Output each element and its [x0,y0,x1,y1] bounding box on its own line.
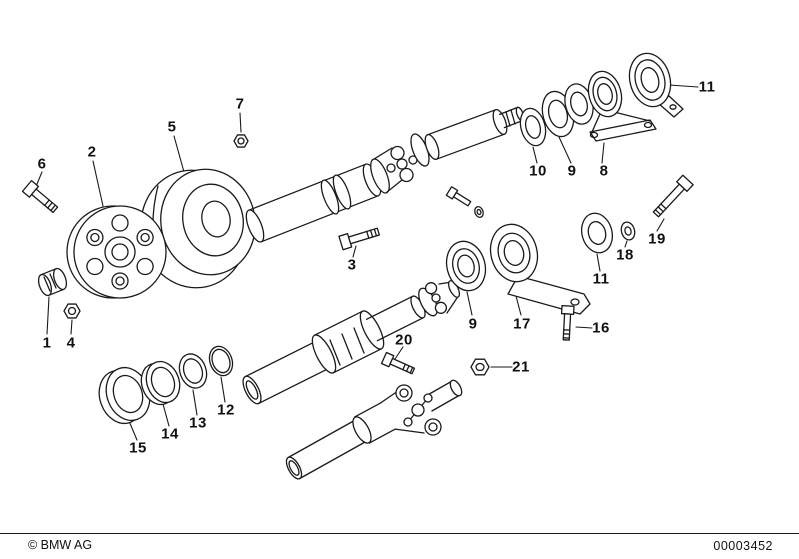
callout-8: 8 [599,162,609,180]
part-ring-13 [178,353,208,389]
callout-10: 10 [529,162,547,180]
callout-3: 3 [347,256,357,274]
part-bolt-20 [380,351,416,375]
upper-shaft-rear-tube [424,106,525,161]
callout-5: 5 [167,118,177,136]
lower-slip-yoke [285,379,463,480]
part-ring-10 [519,107,547,147]
part-bearing-9-lower [445,240,487,292]
callout-9-lower: 9 [468,315,478,333]
callout-15: 15 [129,439,147,457]
small-bolt-and-washer [445,186,484,218]
upper-shaft-front-tube [245,163,382,243]
callout-14: 14 [161,425,179,443]
callout-4: 4 [66,334,76,352]
document-number: 00003452 [713,539,773,553]
footer-divider [0,533,799,534]
part-flex-disc-2 [66,205,167,299]
callout-20: 20 [395,331,413,349]
callout-9-upper: 9 [567,162,577,180]
part-snap-ring-12 [208,345,234,377]
part-bolt-3 [338,227,380,251]
part-nut-4 [63,303,81,319]
part-bolt-6 [21,179,59,214]
callout-2: 2 [87,143,97,161]
callout-16: 16 [592,319,610,337]
callout-21: 21 [512,358,530,376]
part-bearing-housing-11-upper [628,52,684,118]
part-bearing-9-upper [541,83,594,138]
callout-1: 1 [42,334,52,352]
callout-6: 6 [37,155,47,173]
part-ring-14 [140,360,181,406]
part-center-mount-8 [587,70,657,142]
leader-lines [33,84,699,441]
part-bolt-19 [652,174,694,218]
part-centering-sleeve-1 [37,267,68,297]
part-bushing-15 [98,366,151,425]
part-bolt-16 [560,305,575,341]
callout-17: 17 [513,315,531,333]
part-dust-cover-5 [140,168,256,289]
part-nut-21 [470,358,490,376]
callout-18: 18 [616,246,634,264]
lower-shaft-tube [242,280,461,405]
callout-12: 12 [217,401,235,419]
upper-universal-joint [370,133,430,194]
callout-11-lower: 11 [592,270,610,288]
callout-7: 7 [235,95,245,113]
part-washer-18 [620,221,636,241]
part-nut-7 [233,134,249,148]
part-center-bearing-17 [489,223,591,315]
part-bearing-11-lower [580,212,614,254]
callout-13: 13 [189,414,207,432]
copyright-text: © BMW AG [28,538,93,552]
callout-19: 19 [648,230,666,248]
callout-11-upper: 11 [698,78,716,96]
